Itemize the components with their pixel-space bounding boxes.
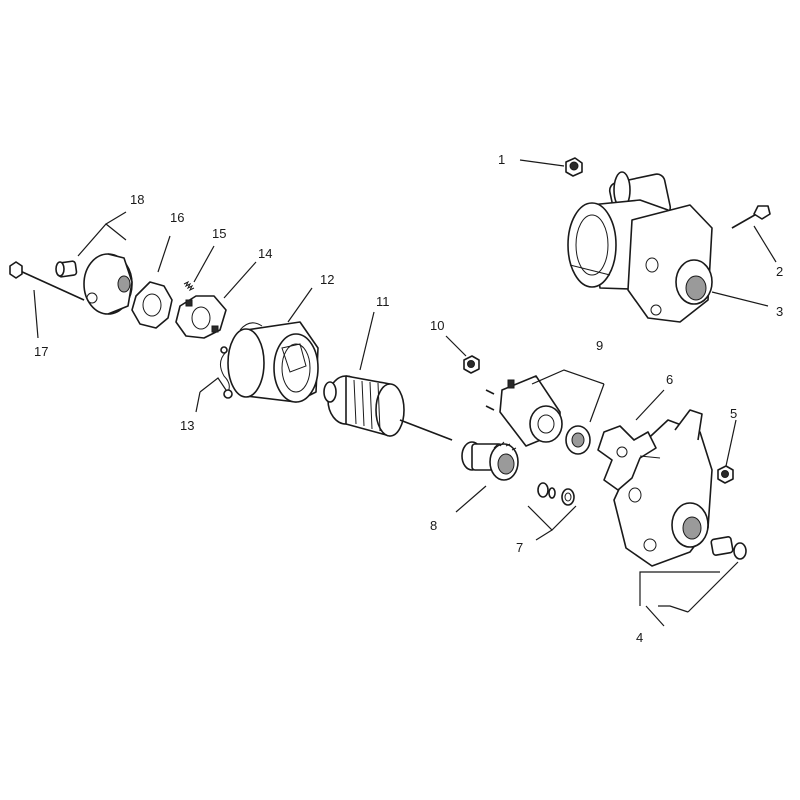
leader-9b xyxy=(589,383,605,423)
callout-1: 1 xyxy=(498,152,505,167)
leader-9 xyxy=(531,369,605,385)
callout-12: 12 xyxy=(320,272,334,287)
leader-8 xyxy=(455,485,487,513)
part-14-brush-holder xyxy=(175,295,227,339)
leader-4c xyxy=(645,605,665,627)
part-8-drive-pinion xyxy=(461,441,519,481)
part-13-lead-wire xyxy=(220,346,233,399)
callout-8: 8 xyxy=(430,518,437,533)
callout-16: 16 xyxy=(170,210,184,225)
part-16-insulator-plate xyxy=(131,281,173,329)
leader-16 xyxy=(157,235,171,273)
leader-2 xyxy=(753,225,777,263)
leader-17 xyxy=(33,289,39,339)
leader-10 xyxy=(445,335,467,357)
part-5-nut xyxy=(717,465,734,484)
callout-3: 3 xyxy=(776,304,783,319)
part-2-bolt xyxy=(731,205,771,229)
part-18-end-frame xyxy=(55,253,133,315)
leader-6 xyxy=(635,389,665,421)
callout-2: 2 xyxy=(776,264,783,279)
leader-13 xyxy=(199,377,227,393)
callout-labels: 1 2 3 4 5 6 7 8 9 10 11 12 13 14 15 16 1… xyxy=(34,152,783,645)
callout-13: 13 xyxy=(180,418,194,433)
callout-5: 5 xyxy=(730,406,737,421)
callout-9: 9 xyxy=(596,338,603,353)
leader-11 xyxy=(359,311,375,371)
part-15-brush-spring xyxy=(183,280,195,292)
part-1-nut xyxy=(565,157,583,177)
callout-6: 6 xyxy=(666,372,673,387)
part-12-field-housing xyxy=(227,321,319,403)
leader-4 xyxy=(639,571,720,606)
callout-18: 18 xyxy=(130,192,144,207)
leader-18 xyxy=(77,223,127,257)
callout-7: 7 xyxy=(516,540,523,555)
part-6-lever xyxy=(597,425,661,491)
part-7-washers xyxy=(537,482,575,506)
callout-17: 17 xyxy=(34,344,48,359)
leader-15 xyxy=(193,245,215,283)
leader-18b xyxy=(105,211,127,225)
leader-4b xyxy=(658,605,689,613)
leader-13b xyxy=(195,391,201,413)
leader-12 xyxy=(287,287,313,323)
leader-14 xyxy=(223,261,257,299)
part-10-nut xyxy=(463,355,480,374)
callout-4: 4 xyxy=(636,630,643,645)
callout-11: 11 xyxy=(376,294,390,309)
part-4-drive-housing xyxy=(613,409,747,567)
leader-3 xyxy=(711,291,769,307)
callout-15: 15 xyxy=(212,226,226,241)
leader-lines xyxy=(33,159,777,627)
leader-7 xyxy=(527,505,577,531)
callout-10: 10 xyxy=(430,318,444,333)
leader-5 xyxy=(725,419,737,467)
leader-4d xyxy=(687,561,739,613)
callout-14: 14 xyxy=(258,246,272,261)
part-11-armature xyxy=(323,375,453,441)
part-17-through-bolt xyxy=(9,261,85,301)
leader-1 xyxy=(519,159,565,167)
leader-7b xyxy=(535,529,553,541)
part-3-starter-assembly xyxy=(567,171,713,323)
part-9-solenoid xyxy=(485,375,591,455)
